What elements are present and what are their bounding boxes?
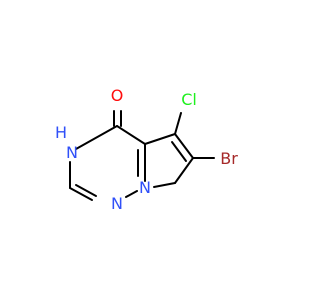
atom-label-bromine: Br: [220, 149, 238, 168]
molecule-diagram: O H N N N Cl Br: [55, 86, 238, 213]
atom-labels: O H N N N Cl Br: [55, 86, 238, 213]
bonds: [69, 110, 215, 201]
bond-n1-n5: [125, 190, 138, 198]
atom-label-nitrogen-5: N: [139, 178, 151, 197]
atom-label-hydrogen: H: [55, 123, 67, 142]
bond-c2-n1-2: [75, 184, 97, 197]
bond-c4-c4a: [116, 125, 146, 145]
bond-c5-cl: [174, 112, 182, 135]
atom-label-oxygen: O: [111, 86, 124, 105]
atom-label-nitrogen-3: N: [66, 143, 78, 162]
bond-c5-c6-2: [171, 141, 187, 162]
bond-c6-c7: [174, 157, 194, 184]
bond-c5-c6: [174, 133, 194, 159]
atom-label-nitrogen-1: N: [111, 194, 123, 213]
atom-label-chlorine: Cl: [181, 90, 197, 109]
structure-canvas: O H N N N Cl Br: [55, 86, 238, 213]
bond-c2-n1: [69, 187, 93, 201]
bond-c4-n3: [75, 125, 118, 150]
bond-c4a-c5: [144, 133, 176, 145]
bond-c7-n5: [153, 182, 176, 188]
